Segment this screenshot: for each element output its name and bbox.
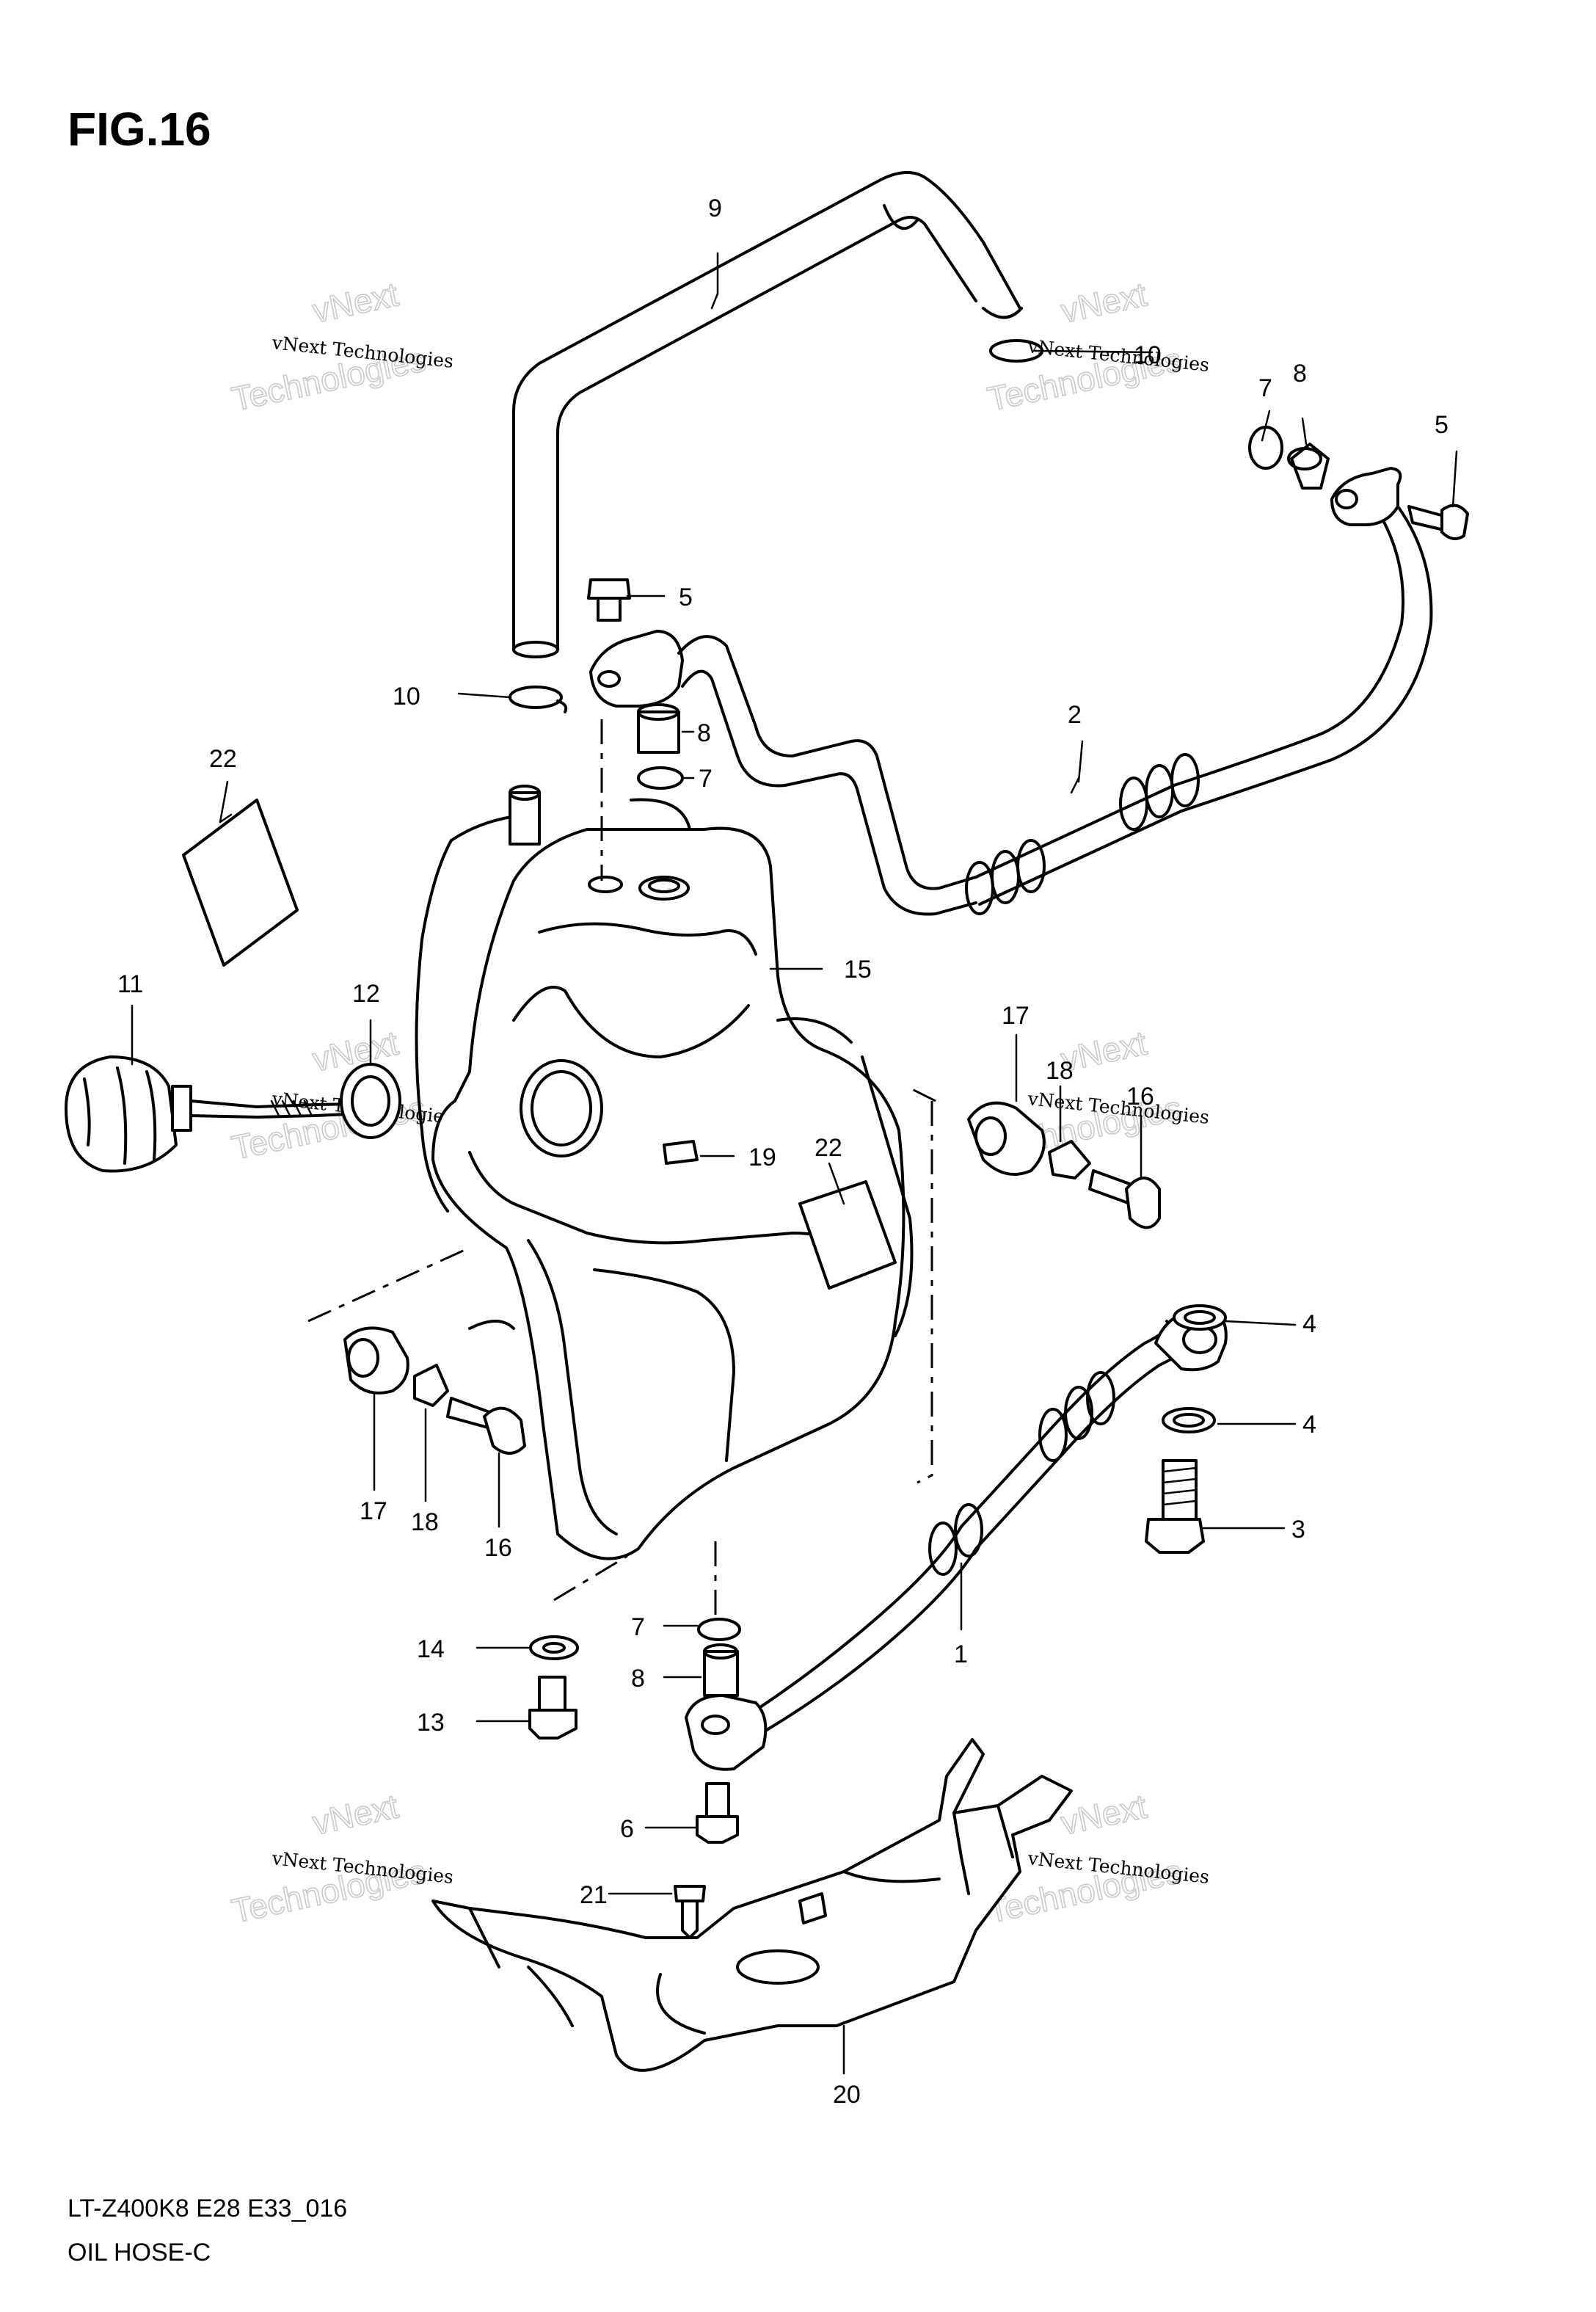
callout-9: 9 (708, 195, 722, 222)
svg-text:vNext: vNext (1057, 275, 1150, 330)
oil-hose-part-2 (589, 467, 1433, 916)
callout-8-lower: 8 (631, 1665, 645, 1693)
collar-part-18-left (413, 1364, 449, 1407)
bolt-part-13 (528, 1676, 577, 1740)
svg-text:vNext: vNext (309, 275, 401, 330)
svg-text:vNext: vNext (309, 1786, 401, 1842)
callout-8-tank: 8 (697, 719, 711, 747)
collar-part-18-right (1048, 1140, 1091, 1179)
callout-15: 15 (844, 956, 872, 984)
bolt-part-16-left (446, 1397, 526, 1455)
callout-12: 12 (352, 980, 380, 1008)
figure-code: LT-Z400K8 E28 E33_016 (68, 2195, 347, 2222)
callout-10-upper: 10 (1134, 341, 1162, 369)
callout-13: 13 (417, 1709, 445, 1737)
callout-18-left: 18 (411, 1508, 439, 1536)
callout-18-right: 18 (1046, 1057, 1074, 1085)
o-ring-part-7-tank (637, 766, 684, 790)
callout-numbers: 9 10 7 8 5 5 2 10 8 7 22 15 11 12 17 18 … (117, 195, 1449, 2109)
callout-1: 1 (954, 1640, 968, 1668)
callout-21: 21 (580, 1881, 608, 1909)
figure-name: OIL HOSE-C (68, 2239, 211, 2266)
callout-17-right: 17 (1002, 1002, 1030, 1030)
o-ring-part-7-upper-right (1248, 426, 1283, 470)
o-ring-part-12 (340, 1063, 401, 1139)
breather-hose-part-9 (512, 171, 1023, 658)
collar-part-8-tank (637, 703, 680, 754)
watermark-bottom-left: vNext Technologies vNext Technologies (227, 1786, 454, 1931)
callout-17-left: 17 (360, 1497, 387, 1525)
clamp-part-10-lower (509, 686, 568, 713)
watermark-top-left: vNext Technologies vNext Technologies (227, 275, 454, 419)
clip-part-21 (674, 1885, 706, 1939)
callout-14: 14 (417, 1635, 445, 1663)
banjo-bolt-part-5-right (1407, 504, 1469, 540)
bolt-part-16-right (1088, 1169, 1161, 1229)
callout-16-right: 16 (1126, 1083, 1154, 1110)
svg-text:vNext: vNext (1057, 1786, 1150, 1842)
callout-19: 19 (748, 1144, 776, 1171)
callout-5-left: 5 (679, 584, 693, 611)
callout-22-tank: 22 (815, 1134, 842, 1162)
grommet-part-17-right (967, 1101, 1046, 1176)
union-bolt-part-3 (1145, 1459, 1205, 1554)
callout-2: 2 (1068, 701, 1082, 729)
callout-20: 20 (833, 2081, 861, 2109)
banjo-bolt-part-5-left (587, 578, 631, 622)
washer-part-14 (529, 1635, 579, 1660)
callout-6: 6 (620, 1815, 634, 1843)
callout-4-upper: 4 (1302, 1310, 1316, 1338)
gasket-part-4-lower (1162, 1407, 1216, 1433)
callout-16-left: 16 (484, 1534, 512, 1562)
oil-tank-part-15 (415, 785, 914, 1560)
callout-4-lower: 4 (1302, 1411, 1316, 1439)
o-ring-part-7-lower (697, 1618, 741, 1641)
callout-leaders (131, 252, 1458, 2075)
oil-tank-guard-part-20 (431, 1738, 1073, 2072)
callout-7-upper: 7 (1258, 374, 1272, 402)
figure-title: FIG.16 (68, 103, 211, 156)
caution-label-part-22-left (182, 799, 299, 967)
oil-cap-dipstick-part-11 (65, 1055, 398, 1173)
callout-3: 3 (1291, 1516, 1305, 1544)
callout-8-upper: 8 (1293, 360, 1307, 388)
bolt-part-6 (696, 1782, 739, 1844)
watermark-top-right: vNext Technologies vNext Technologies (983, 275, 1210, 419)
callout-22-left: 22 (209, 745, 237, 773)
assembly-leader-lines (307, 719, 936, 1615)
oil-hose-part-1 (685, 1309, 1228, 1771)
callout-7-tank: 7 (699, 765, 713, 793)
callout-10-lower: 10 (393, 683, 420, 710)
callout-7-lower: 7 (631, 1613, 645, 1641)
callout-11: 11 (117, 970, 143, 998)
callout-5-right: 5 (1435, 411, 1449, 439)
gasket-part-4-upper (1173, 1304, 1227, 1331)
grommet-part-17-left (343, 1326, 409, 1395)
collar-part-8-upper-right (1287, 443, 1330, 490)
collar-part-8-lower (703, 1643, 739, 1697)
